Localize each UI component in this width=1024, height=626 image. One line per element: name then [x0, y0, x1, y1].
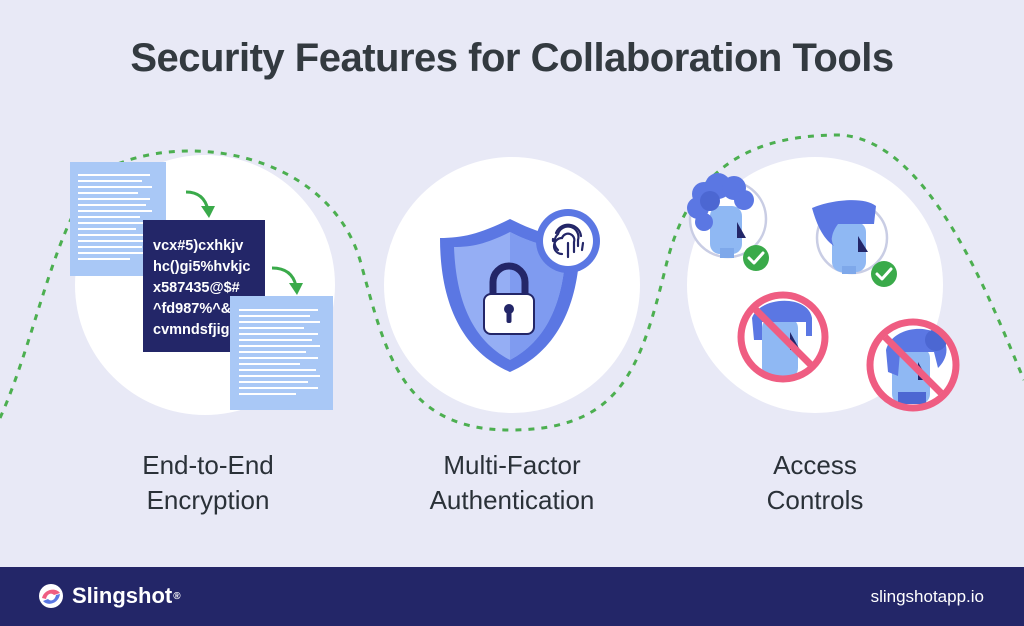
cipher-line: vcx#5)cxhkjv — [153, 238, 243, 254]
caption-line: Multi-Factor — [443, 450, 581, 480]
website-link[interactable]: slingshotapp.io — [870, 587, 984, 606]
caption-line: Encryption — [146, 485, 270, 515]
feature-caption-access: Access Controls — [695, 448, 935, 518]
cipher-text: vcx#5)cxhkjv hc()gi5%hvkjc x587435@$# ^f… — [153, 238, 254, 338]
denied-user-avatar — [737, 291, 829, 383]
feature-caption-mfa: Multi-Factor Authentication — [392, 448, 632, 518]
illustration: vcx#5)cxhkjv hc()gi5%hvkjc x587435@$# ^f… — [0, 133, 1024, 432]
cipher-line: x587435@$# — [153, 280, 240, 296]
brand[interactable]: Slingshot® — [38, 583, 181, 609]
padlock-icon — [483, 262, 535, 335]
fingerprint-icon — [536, 209, 600, 273]
brand-name: Slingshot — [72, 583, 173, 608]
brand-registered-mark: ® — [173, 590, 181, 602]
footer-bar: Slingshot® slingshotapp.io — [0, 567, 1024, 626]
caption-line: End-to-End — [142, 450, 274, 480]
user-access-icon — [687, 173, 960, 412]
page-title: Security Features for Collaboration Tool… — [130, 36, 894, 80]
caption-line: Access — [773, 450, 857, 480]
cipher-line: cvmndsfjig — [153, 322, 230, 338]
shield-fingerprint-lock-icon — [440, 209, 600, 372]
check-icon — [871, 261, 897, 287]
feature-caption-encryption: End-to-End Encryption — [88, 448, 328, 518]
allowed-user-avatar — [812, 200, 897, 287]
check-icon — [743, 245, 769, 271]
prohibited-icon — [737, 291, 829, 383]
cipher-line: hc()gi5%hvkjc — [153, 259, 251, 275]
allowed-user-avatar — [687, 173, 769, 271]
denied-user-avatar — [866, 318, 960, 412]
cipher-line: ^fd987%^&*ck — [153, 301, 254, 317]
caption-line: Controls — [766, 485, 864, 515]
caption-line: Authentication — [429, 485, 595, 515]
encrypted-document-icon: vcx#5)cxhkjv hc()gi5%hvkjc x587435@$# ^f… — [70, 162, 333, 410]
prohibited-icon — [866, 318, 960, 412]
slingshot-logo-icon — [39, 584, 63, 608]
